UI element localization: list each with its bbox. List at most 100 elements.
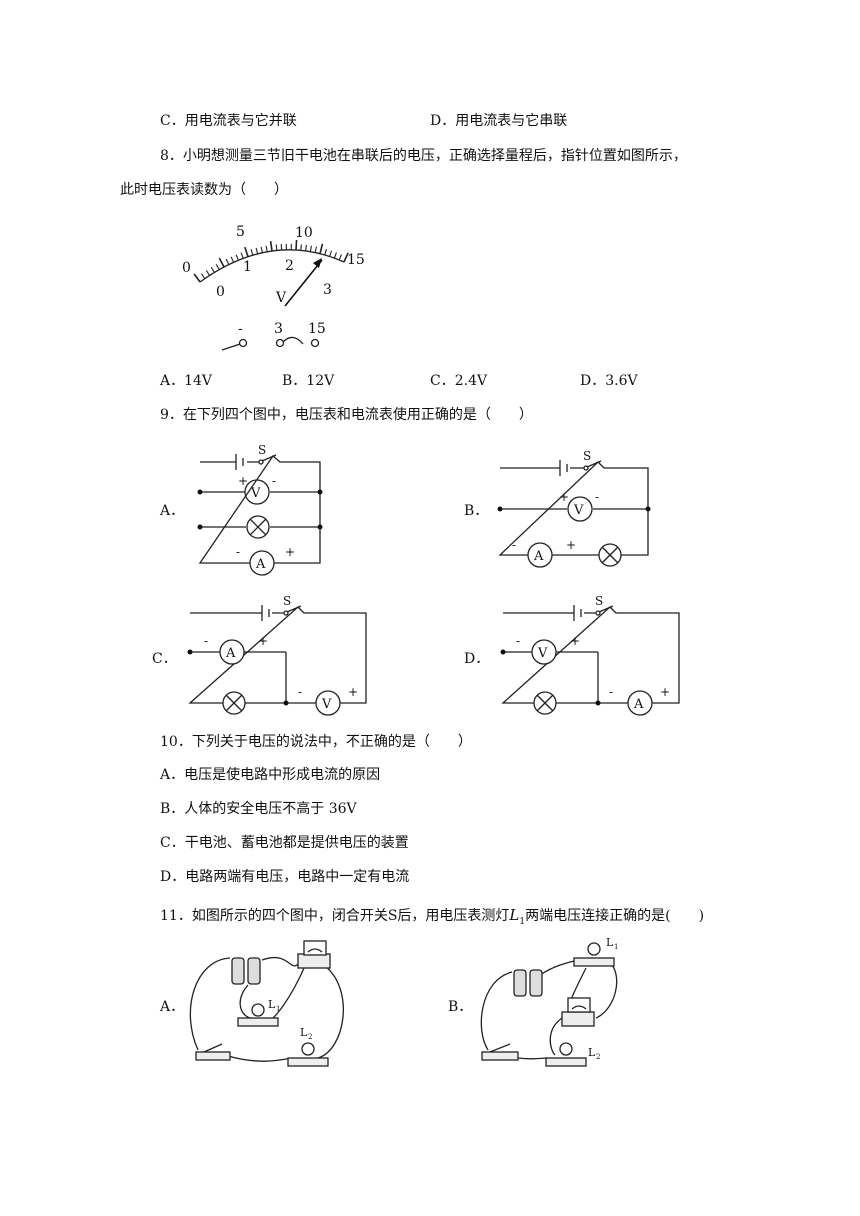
q8-option-b: B．12V xyxy=(282,373,335,389)
dial-tick xyxy=(343,252,349,263)
terminal-3-label: 3 xyxy=(274,321,283,337)
circuit-a: S V +- A -+ xyxy=(197,443,323,576)
q9-label-a: A． xyxy=(160,503,185,519)
svg-text:V: V xyxy=(250,486,261,501)
dial-upper-0: 0 xyxy=(182,260,191,276)
dial-tick xyxy=(314,246,317,253)
terminal-15-label: 15 xyxy=(308,321,326,337)
svg-text:+: + xyxy=(285,545,295,559)
dial-tick xyxy=(230,256,235,263)
q10-option-a: A．电压是使电路中形成电流的原因 xyxy=(160,767,381,783)
dial-tick xyxy=(338,254,342,261)
svg-text:-: - xyxy=(516,634,520,648)
svg-text:+: + xyxy=(566,538,576,552)
dial-tick xyxy=(333,252,337,259)
svg-text:+: + xyxy=(660,685,670,699)
dial-tick-marks xyxy=(193,239,349,283)
q9-label-b: B． xyxy=(464,503,489,519)
dial-tick xyxy=(200,273,206,279)
svg-text:-: - xyxy=(512,538,516,552)
dial-tick xyxy=(275,244,278,251)
terminal-3-post xyxy=(275,338,285,348)
dial-tick xyxy=(205,270,211,276)
dial-unit-v: V xyxy=(275,290,287,306)
dial-lower-2: 2 xyxy=(285,258,294,274)
q8-option-a: A．14V xyxy=(160,373,213,389)
svg-text:A: A xyxy=(633,697,644,712)
q10-stem: 10．下列关于电压的说法中，不正确的是（ ） xyxy=(160,734,472,750)
dial-tick xyxy=(265,245,268,252)
dial-tick xyxy=(240,252,244,259)
dial-tick xyxy=(319,243,324,254)
svg-text:+: + xyxy=(348,685,358,699)
dial-tick xyxy=(210,267,215,273)
terminal-15-post xyxy=(310,338,320,348)
svg-text:A: A xyxy=(225,646,236,661)
dial-upper-5: 5 xyxy=(236,224,245,240)
dial-tick xyxy=(244,246,249,257)
svg-text:A: A xyxy=(255,557,266,572)
svg-text:+: + xyxy=(258,634,268,648)
svg-text:L: L xyxy=(300,1026,308,1039)
svg-text:+: + xyxy=(559,490,569,504)
dial-upper-15: 15 xyxy=(347,252,365,268)
dial-upper-10: 10 xyxy=(295,225,313,241)
dial-tick xyxy=(295,239,298,251)
dial-tick xyxy=(269,240,273,252)
svg-text:-: - xyxy=(272,474,276,488)
terminal-minus-label: - xyxy=(238,321,243,337)
q11-label-b: B． xyxy=(448,999,473,1015)
svg-text:S: S xyxy=(595,594,603,608)
dial-tick xyxy=(225,258,230,265)
svg-text:-: - xyxy=(204,634,208,648)
q11-stem: 11．如图所示的四个图中，闭合开关S后，用电压表测灯L1两端电压连接正确的是( … xyxy=(160,906,705,927)
terminal-minus-post xyxy=(238,338,248,348)
svg-text:S: S xyxy=(283,594,291,608)
q8-option-d: D．3.6V xyxy=(580,373,638,389)
dial-tick xyxy=(260,246,263,253)
svg-text:1: 1 xyxy=(276,1005,280,1013)
dial-arc xyxy=(199,249,345,283)
svg-text:+: + xyxy=(570,634,580,648)
dial-tick xyxy=(300,244,302,251)
svg-text:A: A xyxy=(533,549,544,564)
q11-label-a: A． xyxy=(160,999,185,1015)
circuit-b: S V + - A - + xyxy=(497,449,651,568)
dial-tick xyxy=(250,249,254,256)
dial-tick xyxy=(235,254,239,261)
dial-tick xyxy=(309,245,312,252)
svg-text:-: - xyxy=(595,490,599,504)
svg-text:L: L xyxy=(588,1046,596,1059)
svg-text:L: L xyxy=(606,936,614,949)
q10-option-d: D．电路两端有电压，电路中一定有电流 xyxy=(160,869,410,885)
svg-text:2: 2 xyxy=(596,1053,600,1061)
dial-tick xyxy=(255,247,259,254)
q9-stem: 9．在下列四个图中，电压表和电流表使用正确的是（ ） xyxy=(160,407,533,423)
q7-option-c: C．用电流表与它并联 xyxy=(160,113,297,129)
dial-tick xyxy=(329,250,332,257)
svg-text:S: S xyxy=(583,449,591,463)
dial-tick xyxy=(324,249,327,256)
svg-text:-: - xyxy=(609,685,613,699)
dial-tick xyxy=(218,257,225,268)
dial-lower-1: 1 xyxy=(243,259,252,275)
svg-text:S: S xyxy=(258,443,266,457)
q7-option-d: D．用电流表与它串联 xyxy=(430,113,568,129)
svg-text:-: - xyxy=(298,685,302,699)
q9-label-d: D． xyxy=(464,651,490,667)
q10-option-b: B．人体的安全电压不高于 36V xyxy=(160,801,357,817)
circuit-d: S V -+ A -+ xyxy=(500,594,680,716)
q8-option-c: C．2.4V xyxy=(430,373,488,389)
dial-tick xyxy=(305,244,307,251)
dial-lower-3: 3 xyxy=(323,282,332,298)
dial-tick xyxy=(215,264,220,270)
circuit-c: S A -+ V -+ xyxy=(187,594,367,716)
q8-stem-line2: 此时电压表读数为（ ） xyxy=(120,182,288,198)
q10-option-c: C．干电池、蓄电池都是提供电压的装置 xyxy=(160,835,409,851)
dial-lower-0: 0 xyxy=(216,284,225,300)
svg-text:V: V xyxy=(573,503,584,518)
dial-tick xyxy=(193,273,201,283)
svg-text:1: 1 xyxy=(614,943,618,951)
